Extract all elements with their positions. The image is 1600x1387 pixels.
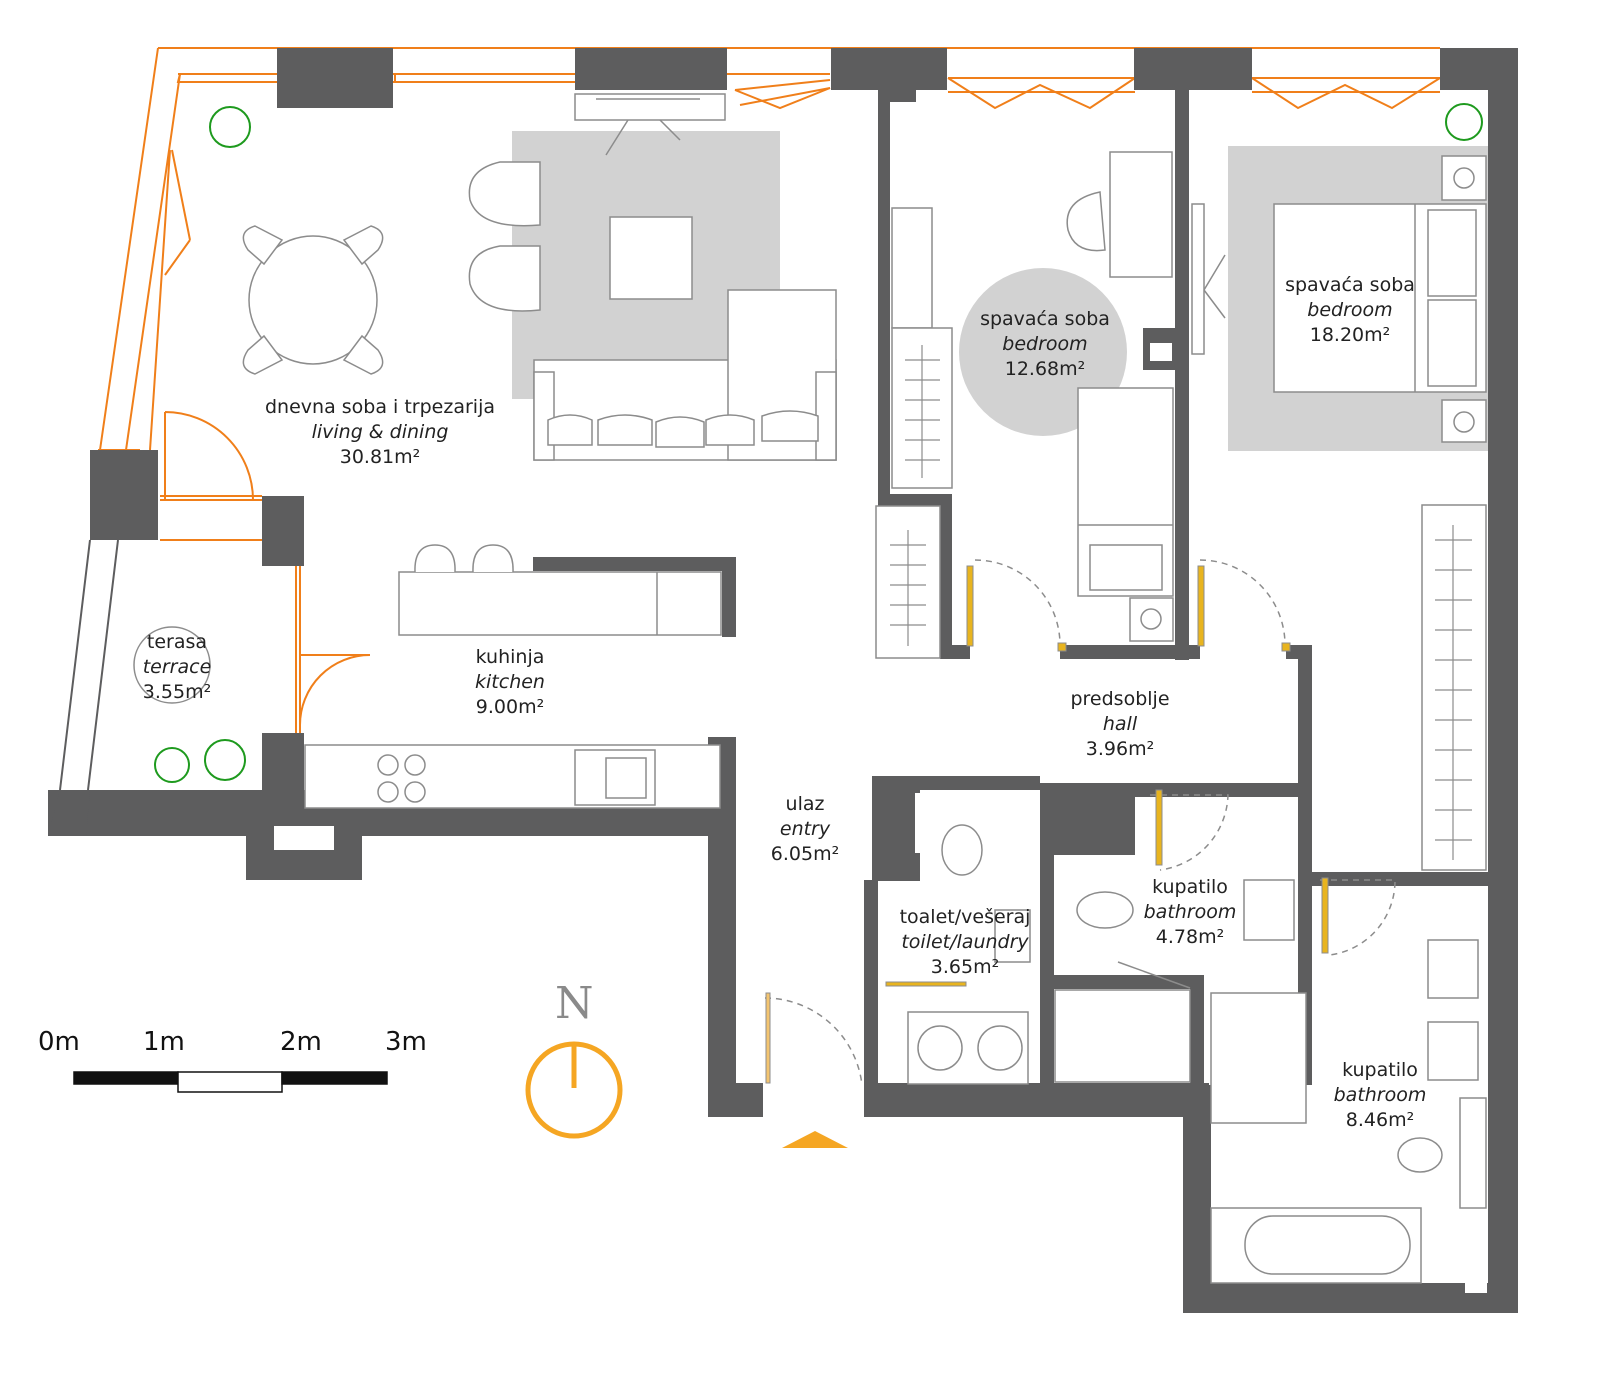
room-label-kitchen: kuhinja kitchen 9.00m²	[440, 645, 580, 720]
room-area: 3.65m²	[930, 956, 1000, 978]
room-name-en: living & dining	[311, 421, 449, 443]
room-label-hall: predsoblje hall 3.96m²	[1060, 687, 1180, 762]
room-name-sr: kupatilo	[1342, 1059, 1418, 1081]
terrace-table	[133, 626, 211, 704]
room-name-sr: spavaća soba	[980, 308, 1110, 330]
room-label-bath1: kupatilo bathroom 4.78m²	[1125, 875, 1255, 950]
room-name-en: terrace	[142, 656, 212, 678]
scale-label-3: 3m	[385, 1027, 427, 1057]
room-area: 8.46m²	[1345, 1109, 1415, 1131]
room-label-entry: ulaz entry 6.05m²	[755, 792, 855, 867]
room-label-bath2: kupatilo bathroom 8.46m²	[1315, 1058, 1445, 1133]
room-name-sr: predsoblje	[1070, 688, 1170, 710]
door-swings	[764, 559, 1396, 1086]
dining-table	[248, 235, 378, 365]
room-area: 3.96m²	[1085, 738, 1155, 760]
room-name-sr: dnevna soba i trpezarija	[265, 396, 495, 418]
doors	[160, 411, 371, 733]
scale-label-2: 2m	[280, 1027, 322, 1057]
room-name-en: hall	[1102, 713, 1138, 735]
room-label-bedroom2: spavaća soba bedroom 18.20m²	[1265, 273, 1435, 348]
room-label-terrace: terasa terrace 3.55m²	[122, 630, 232, 705]
room-name-sr: ulaz	[785, 793, 825, 815]
windows	[98, 47, 1441, 454]
terrace-door-right	[295, 566, 371, 733]
room-area: 6.05m²	[770, 843, 840, 865]
plant-icon	[154, 747, 190, 783]
room-area: 4.78m²	[1155, 926, 1225, 948]
north-label: N	[555, 978, 594, 1029]
door-hinges	[765, 565, 1329, 1084]
scale-label-1: 1m	[143, 1027, 185, 1057]
room-area: 12.68m²	[1004, 358, 1086, 380]
plant-icon	[209, 106, 251, 148]
room-name-en: bathroom	[1333, 1084, 1427, 1106]
room-area: 3.55m²	[142, 681, 212, 703]
plant-icon	[1445, 103, 1483, 141]
room-name-en: bedroom	[1307, 299, 1393, 321]
plant-icon	[204, 739, 246, 781]
scale-bar	[73, 1071, 388, 1093]
wardrobe-rails	[890, 345, 1472, 860]
north-arrow-icon	[525, 1041, 623, 1139]
room-label-bedroom1: spavaća soba bedroom 12.68m²	[960, 307, 1130, 382]
room-name-sr: kuhinja	[475, 646, 545, 668]
room-area: 9.00m²	[475, 696, 545, 718]
terrace-door-top	[164, 411, 254, 501]
room-name-en: kitchen	[475, 671, 545, 693]
room-name-en: bedroom	[1002, 333, 1088, 355]
room-area: 18.20m²	[1309, 324, 1391, 346]
room-name-sr: spavaća soba	[1285, 274, 1415, 296]
sofa-pillows	[547, 410, 819, 448]
room-name-en: entry	[779, 818, 831, 840]
room-label-toilet: toalet/vešeraj toilet/laundry 3.65m²	[885, 905, 1045, 980]
room-label-living: dnevna soba i trpezarija living & dining…	[255, 395, 505, 470]
scale-label-0: 0m	[38, 1027, 80, 1057]
room-name-en: toilet/laundry	[901, 931, 1029, 953]
room-name-en: bathroom	[1143, 901, 1237, 923]
furniture	[133, 93, 1487, 1284]
terrace-outline	[59, 539, 119, 791]
walls	[48, 48, 1518, 1313]
room-area: 30.81m²	[339, 446, 421, 468]
entrance-arrow-icon	[782, 1131, 848, 1148]
room-name-sr: terasa	[146, 631, 208, 653]
room-name-sr: kupatilo	[1152, 876, 1228, 898]
window-left	[98, 47, 191, 454]
room-name-sr: toalet/vešeraj	[899, 906, 1031, 928]
plants	[154, 103, 1483, 783]
